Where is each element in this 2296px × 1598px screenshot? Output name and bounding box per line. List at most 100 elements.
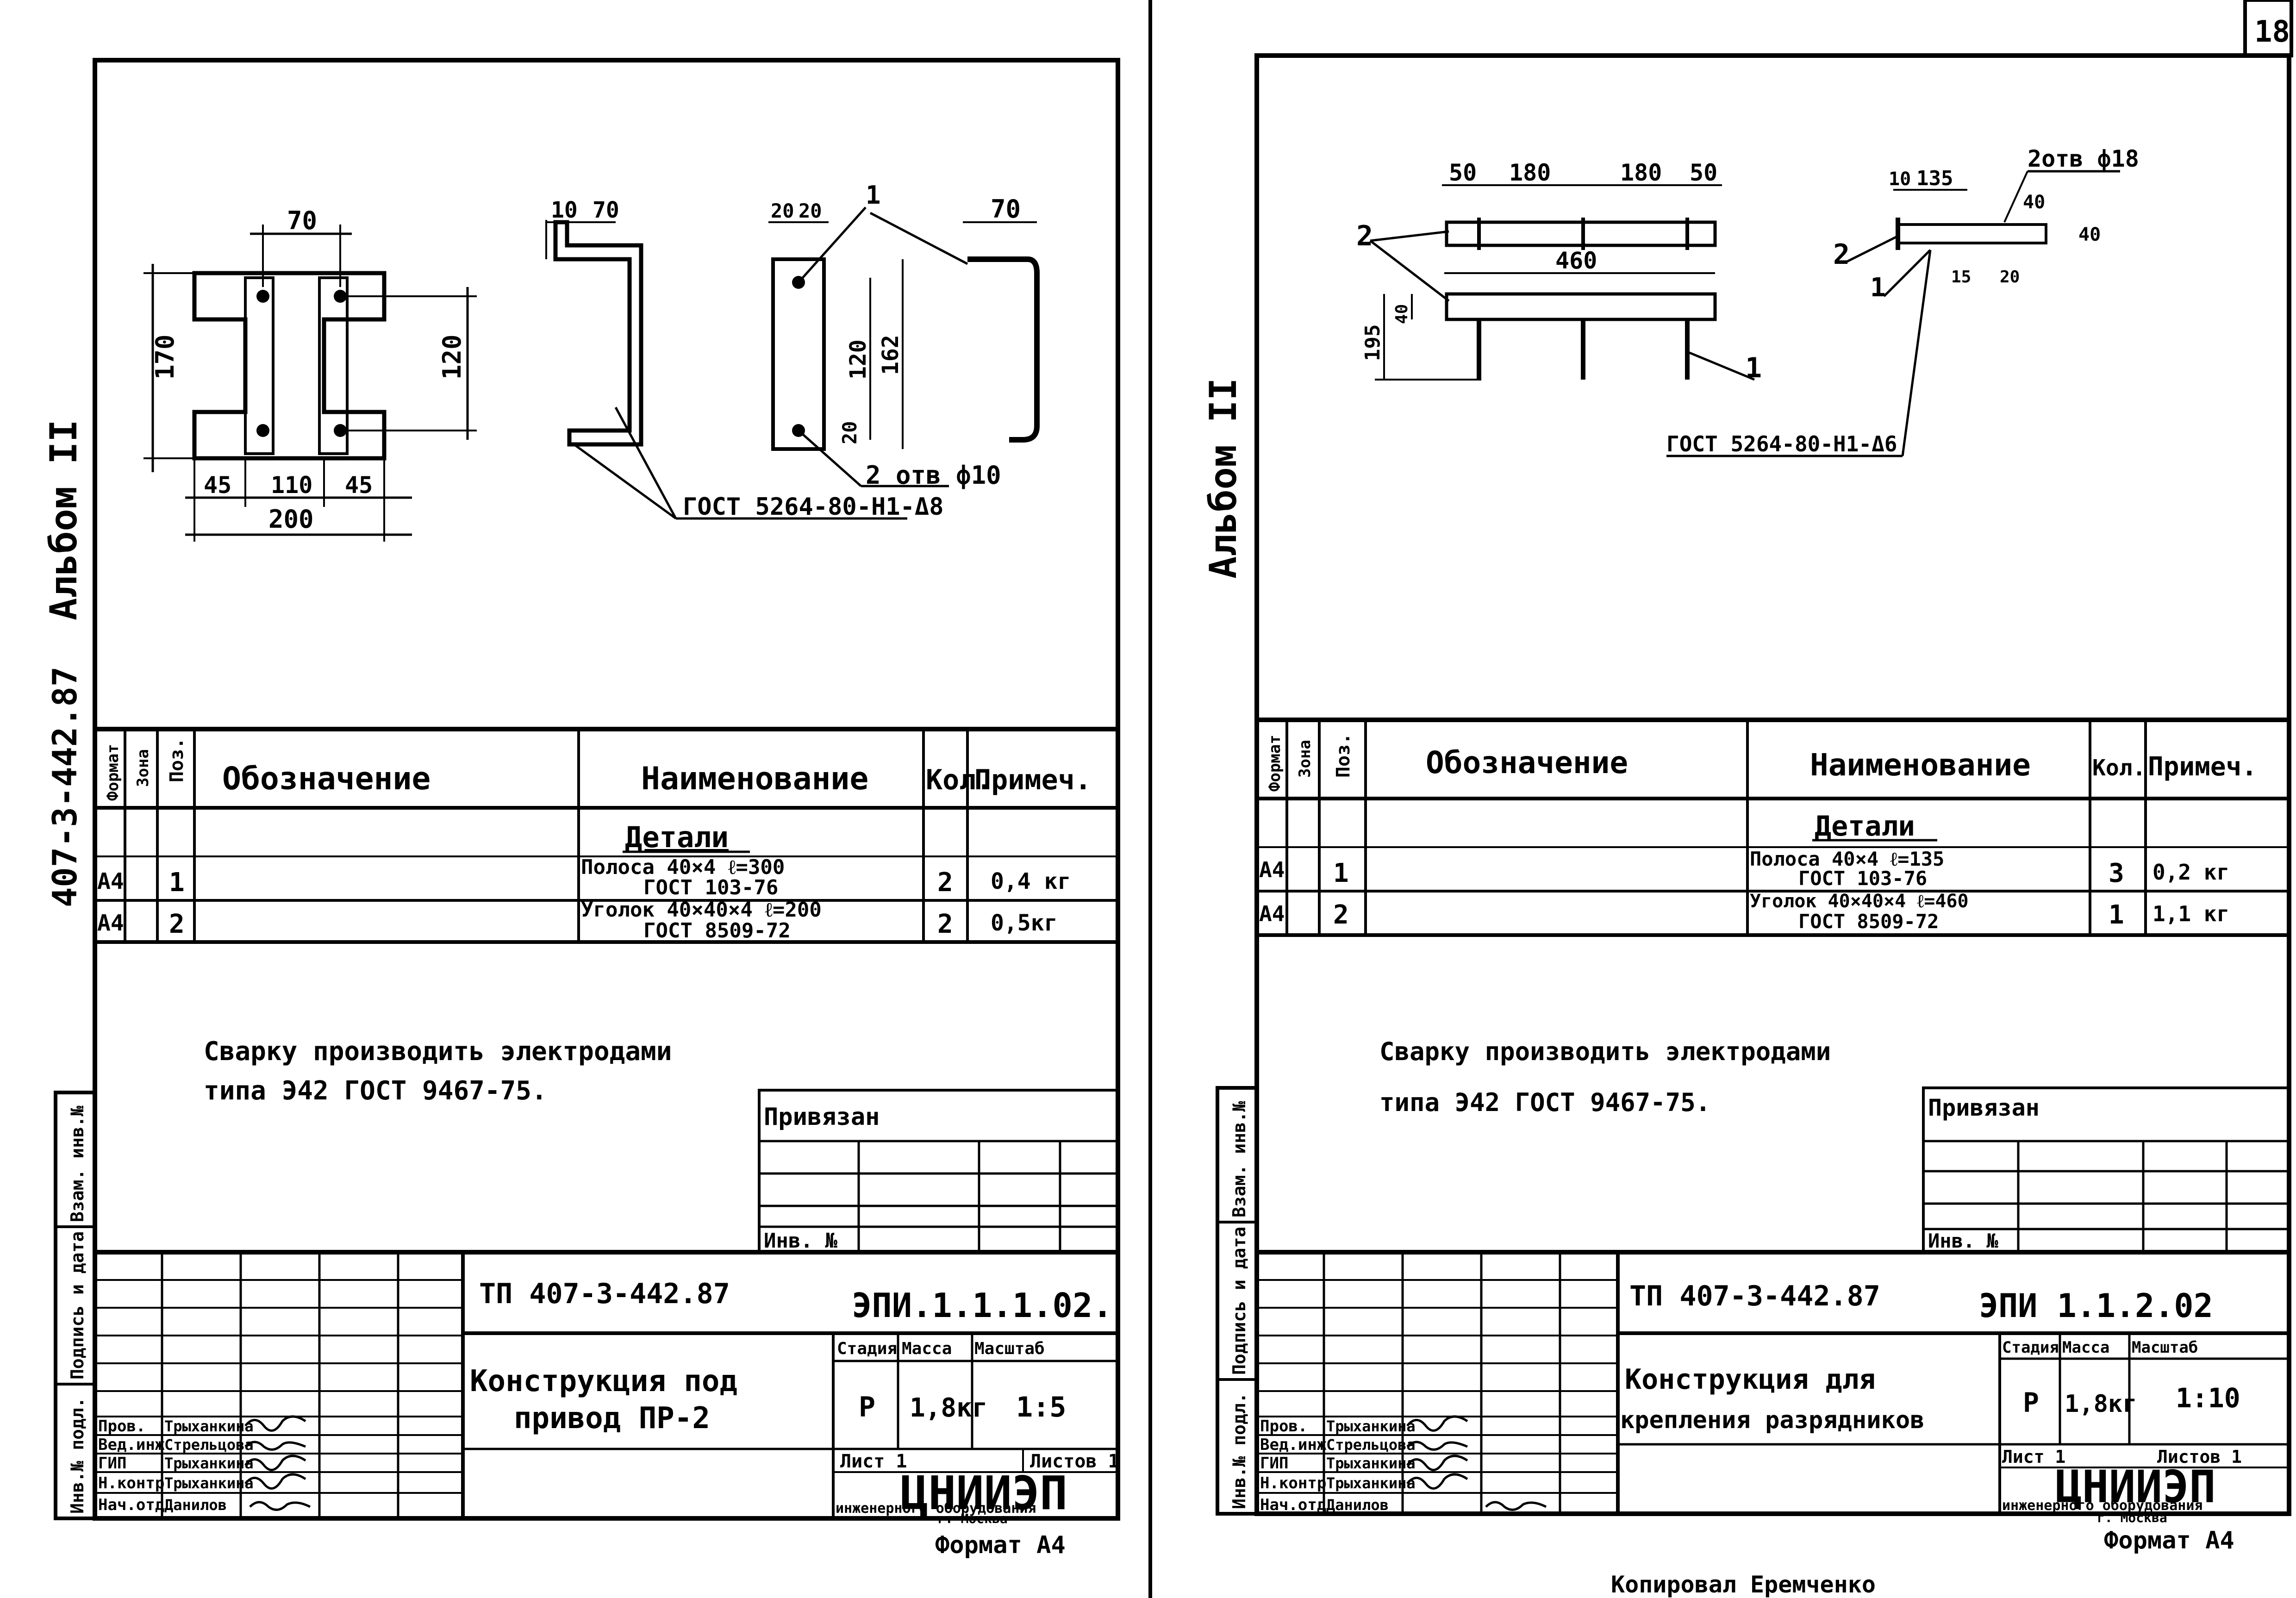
sheet-value-r: Лист 1: [2002, 1447, 2065, 1467]
angle-front-drawing: 50 180 180 50 460 2 195 40 1: [1356, 159, 1762, 384]
role-4: Н.контр: [98, 1474, 164, 1492]
privyazan-box: Привязан Инв. №: [758, 1089, 1119, 1254]
r-name-2: Стрельцова: [1326, 1436, 1416, 1454]
r-name-4: Трыханкина: [1326, 1474, 1416, 1492]
row1-name: Полоса 40×4 ℓ=300: [581, 855, 785, 879]
org-city: г. Москва: [937, 1511, 1008, 1526]
dim-40v: 40: [1392, 304, 1411, 324]
mass-value-r: 1,8кг: [2065, 1390, 2137, 1418]
dim-135: 135: [1916, 167, 1953, 190]
mass-hdr-r: Масса: [2062, 1338, 2109, 1357]
angle-side-drawing: 10 135 2отв ф18 40 40 15 20 2 1: [1833, 145, 2139, 456]
org-sub-r: инженерного оборудования: [2002, 1498, 2202, 1514]
dim-50b: 50: [1690, 159, 1717, 186]
row1-note: 0,4 кг: [991, 868, 1071, 894]
r-row1-format: А4: [1259, 857, 1285, 882]
stage-hdr-r: Стадия: [2002, 1338, 2059, 1357]
document-code-r: ЭПИ 1.1.2.02: [1979, 1287, 2213, 1325]
plate-drawing: 70 170 120 45 110 45 200: [144, 206, 477, 542]
stage-value: Р: [859, 1391, 875, 1423]
welding-note-line1: Сварку производить электродами: [204, 1036, 672, 1067]
side-strip-sign-r: Подпись и дата: [1229, 1227, 1249, 1375]
name-3: Трыханкина: [164, 1454, 254, 1472]
title-line1: Конструкция под: [470, 1364, 737, 1398]
side-strip-inv: Инв.№ подл.: [67, 1397, 87, 1514]
scale-hdr: Масштаб: [974, 1339, 1045, 1358]
table-row: А4 2 Уголок 40×40×4 ℓ=460 ГОСТ 8509-72 1…: [1259, 891, 2229, 933]
r-role-1: Пров.: [1260, 1417, 1307, 1436]
pos-1-label: 1: [866, 181, 881, 210]
dim-70: 70: [287, 206, 317, 235]
r-row1-name2: ГОСТ 103-76: [1798, 867, 1927, 890]
pos2-label-a: 2: [1356, 220, 1373, 252]
pos1-label-a: 1: [1745, 352, 1762, 384]
section-details-r: Детали: [1815, 810, 1915, 843]
title-line2: привод ПР-2: [514, 1401, 710, 1436]
spec-table: Формат Зона Поз. Обозначение Наименовани…: [95, 727, 1118, 944]
table-row: А4 1 Полоса 40×4 ℓ=135 ГОСТ 103-76 3 0,2…: [1259, 848, 2229, 890]
project-number-r: ТП 407-3-442.87: [1629, 1280, 1880, 1312]
r-name-3: Трыханкина: [1326, 1454, 1416, 1472]
r-name-1: Трыханкина: [1326, 1417, 1416, 1435]
hdr-format-r: Формат: [1266, 735, 1284, 792]
dim-20: 20: [2000, 268, 2020, 287]
hdr-qty: Кол.: [926, 764, 993, 796]
scale-value-r: 1:10: [2176, 1382, 2240, 1414]
inv-no-label: Инв. №: [764, 1229, 837, 1253]
hdr-designation: Обозначение: [222, 761, 430, 797]
dim-20c: 20: [838, 421, 861, 444]
album-side-label-right: Альбом II: [1202, 378, 1245, 579]
inv-no-label-r: Инв. №: [1928, 1230, 1998, 1252]
dim-15: 15: [1951, 268, 1971, 287]
section-details: Детали: [625, 820, 729, 854]
table-row: А4 1 Полоса 40×4 ℓ=300 ГОСТ 103-76 2 0,4…: [97, 855, 1071, 899]
welding-note-line2: типа Э42 ГОСТ 9467-75.: [204, 1076, 547, 1106]
gost-leader-label-right: ГОСТ 5264-80-Н1-Δ6: [1666, 431, 1897, 456]
row2-pos: 2: [169, 909, 185, 939]
r-row2-qty: 1: [2109, 900, 2124, 930]
hdr-pos-r: Поз.: [1333, 733, 1354, 778]
mass-value: 1,8кг: [910, 1393, 988, 1423]
stage-value-r: Р: [2023, 1387, 2039, 1418]
r-row2-pos: 2: [1333, 900, 1349, 930]
document-code: ЭПИ.1.1.1.02.: [852, 1286, 1113, 1325]
side-strip: Инв.№ подл. Подпись и дата Взам. инв.№: [54, 1091, 97, 1520]
side-strip-inv-r: Инв.№ подл.: [1229, 1392, 1249, 1509]
hdr-note-r: Примеч.: [2148, 752, 2257, 782]
row1-pos: 1: [169, 868, 185, 898]
r-row1-name: Полоса 40×4 ℓ=135: [1750, 848, 1944, 870]
name-2: Стрельцова: [164, 1436, 254, 1454]
org-name: ЦНИИЭП: [900, 1466, 1067, 1520]
project-number: ТП 407-3-442.87: [479, 1278, 730, 1310]
dim-180a: 180: [1509, 159, 1551, 186]
side-strip-replace: Взам. инв.№: [67, 1105, 87, 1222]
bracket-side-drawing: 10 70: [545, 197, 677, 520]
org-name-r: ЦНИИЭП: [2055, 1461, 2216, 1513]
format-label: Формат А4: [935, 1531, 1066, 1559]
dim-110: 110: [271, 472, 312, 499]
sheets-value-r: Листов 1: [2157, 1447, 2242, 1467]
row2-format: А4: [97, 910, 124, 936]
dim-120b: 120: [845, 339, 871, 380]
title-block: Пров. Трыханкина Вед.инж Стрельцова ГИП …: [95, 1250, 1119, 1526]
hdr-designation-r: Обозначение: [1426, 745, 1628, 780]
welding-note-line2-r: типа Э42 ГОСТ 9467-75.: [1379, 1088, 1710, 1117]
row2-name: Уголок 40×40×4 ℓ=200: [581, 898, 822, 922]
scale-hdr-r: Масштаб: [2132, 1338, 2198, 1357]
sheet-value: Лист 1: [840, 1451, 907, 1472]
left-frame: [93, 58, 1120, 1521]
dim-70b: 70: [593, 197, 619, 223]
r-row2-name: Уголок 40×40×4 ℓ=460: [1750, 891, 1969, 912]
stage-hdr: Стадия: [837, 1339, 897, 1358]
mass-hdr: Масса: [902, 1339, 952, 1358]
bent-bar-drawing: 70: [869, 194, 1040, 443]
role-1: Пров.: [98, 1417, 145, 1436]
gost-leader-label: ГОСТ 5264-80-Н1-Δ8: [683, 493, 944, 521]
r-name-5: Данилов: [1326, 1496, 1389, 1514]
r-row2-format: А4: [1259, 901, 1285, 926]
copied-by-label: Копировал Еремченко: [1611, 1571, 1876, 1598]
r-role-3: ГИП: [1260, 1454, 1288, 1473]
pos1-label-b: 1: [1870, 273, 1886, 303]
title-block-right: Пров. Трыханкина Вед.инж Стрельцова ГИП …: [1257, 1250, 2289, 1525]
privyazan-label: Привязан: [764, 1103, 880, 1131]
